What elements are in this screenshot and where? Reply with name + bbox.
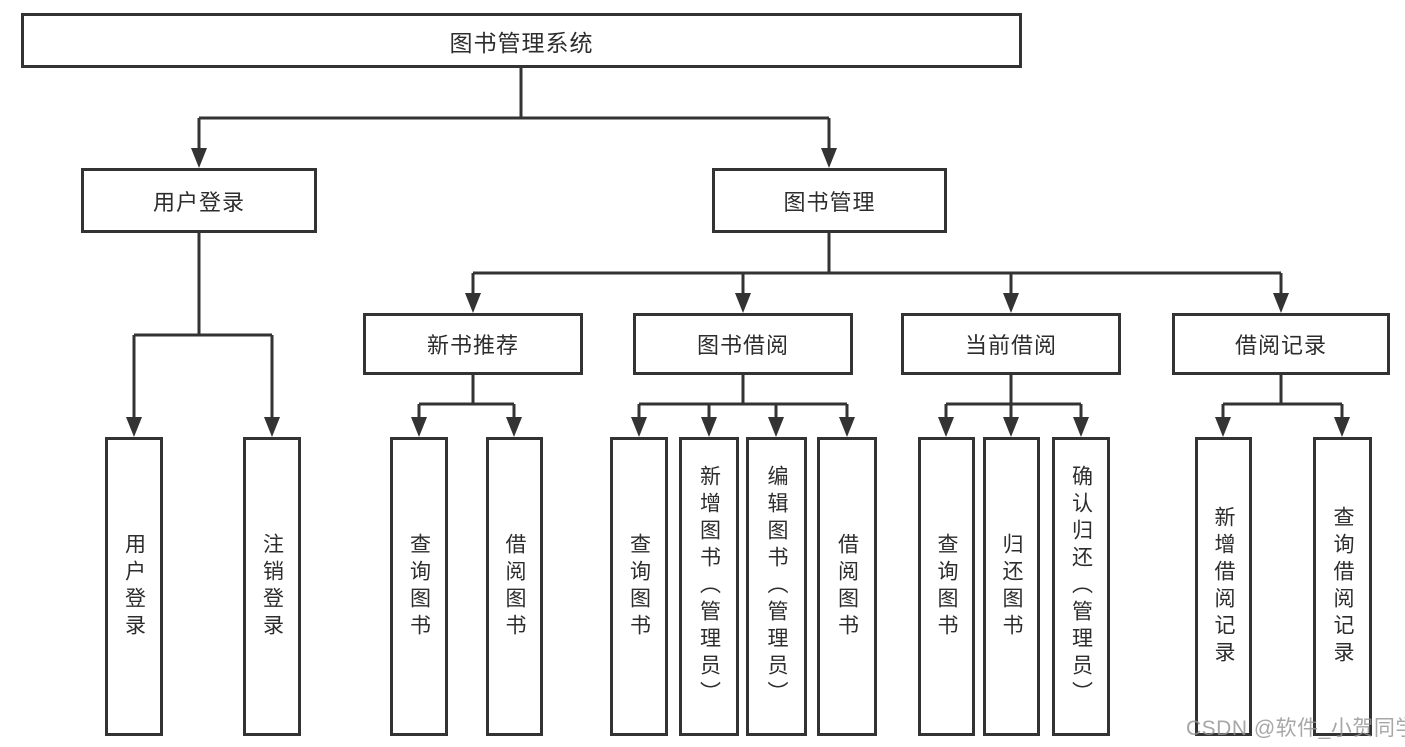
leaf-borrow-books-borrowing: 借阅图书 [817, 437, 877, 736]
leaf-confirm-return-admin: 确认归还（管理员） [1052, 437, 1110, 736]
leaf-label: 确认归还（管理员） [1069, 465, 1093, 708]
arrowhead [506, 417, 522, 437]
leaf-label: 编辑图书（管理员） [765, 465, 788, 708]
leaf-label: 注销登录 [260, 532, 284, 641]
node-label: 借阅记录 [1234, 333, 1327, 358]
node-new-book-recommendation: 新书推荐 [363, 313, 583, 375]
leaf-label: 查询借阅记录 [1331, 505, 1354, 668]
node-label: 图书管理系统 [449, 29, 594, 56]
arrowhead [938, 417, 954, 437]
leaf-label: 查询图书 [935, 532, 958, 641]
arrowhead [1003, 293, 1019, 313]
leaf-borrow-books-recommend: 借阅图书 [486, 437, 543, 736]
node-label: 图书借阅 [696, 333, 789, 358]
node-label: 用户登录 [152, 189, 245, 215]
leaf-edit-books-admin: 编辑图书（管理员） [746, 437, 807, 736]
node-current-borrowing: 当前借阅 [901, 313, 1121, 375]
leaf-query-books-borrowing: 查询图书 [610, 437, 668, 736]
node-label: 图书管理 [783, 189, 876, 215]
arrowhead [465, 293, 481, 313]
arrowhead [1003, 417, 1019, 437]
leaf-label: 归还图书 [1000, 532, 1023, 641]
leaf-label: 新增图书（管理员） [697, 465, 721, 708]
arrowhead [768, 417, 784, 437]
leaf-logout: 注销登录 [243, 437, 301, 736]
node-label: 新书推荐 [426, 333, 519, 358]
arrowhead [126, 417, 142, 437]
leaf-label: 用户登录 [122, 532, 146, 641]
leaf-query-books-current: 查询图书 [918, 437, 975, 736]
arrowheads [126, 148, 1350, 437]
watermark: CSDN @软件_小贺同学 [1186, 717, 1405, 740]
arrowhead [411, 417, 427, 437]
node-book-borrowing: 图书借阅 [633, 313, 853, 375]
leaf-label: 新增借阅记录 [1212, 505, 1235, 668]
arrowhead [191, 148, 207, 168]
arrowhead [1273, 293, 1289, 313]
node-book-management: 图书管理 [712, 168, 947, 233]
leaf-add-books-admin: 新增图书（管理员） [679, 437, 739, 736]
leaf-user-login: 用户登录 [105, 437, 163, 736]
leaf-query-books-recommend: 查询图书 [390, 437, 448, 736]
arrowhead [1334, 417, 1350, 437]
arrowhead [1215, 417, 1231, 437]
connector-lines [132, 68, 1344, 419]
leaf-label: 借阅图书 [503, 532, 526, 641]
leaf-query-borrow-record: 查询借阅记录 [1313, 437, 1372, 736]
node-user-login: 用户登录 [81, 168, 317, 233]
arrowhead [701, 417, 717, 437]
arrowhead [735, 293, 751, 313]
arrowhead [631, 417, 647, 437]
arrowhead [264, 417, 280, 437]
node-borrowing-records: 借阅记录 [1172, 313, 1390, 375]
arrowhead [839, 417, 855, 437]
arrowhead [1073, 417, 1089, 437]
arrowhead [821, 148, 837, 168]
leaf-label: 查询图书 [627, 532, 651, 641]
leaf-label: 借阅图书 [835, 532, 859, 641]
node-label: 当前借阅 [964, 333, 1057, 358]
leaf-label: 查询图书 [407, 532, 431, 641]
leaf-add-borrow-record: 新增借阅记录 [1195, 437, 1252, 736]
leaf-return-books: 归还图书 [983, 437, 1040, 736]
node-library-management-system: 图书管理系统 [21, 13, 1022, 68]
